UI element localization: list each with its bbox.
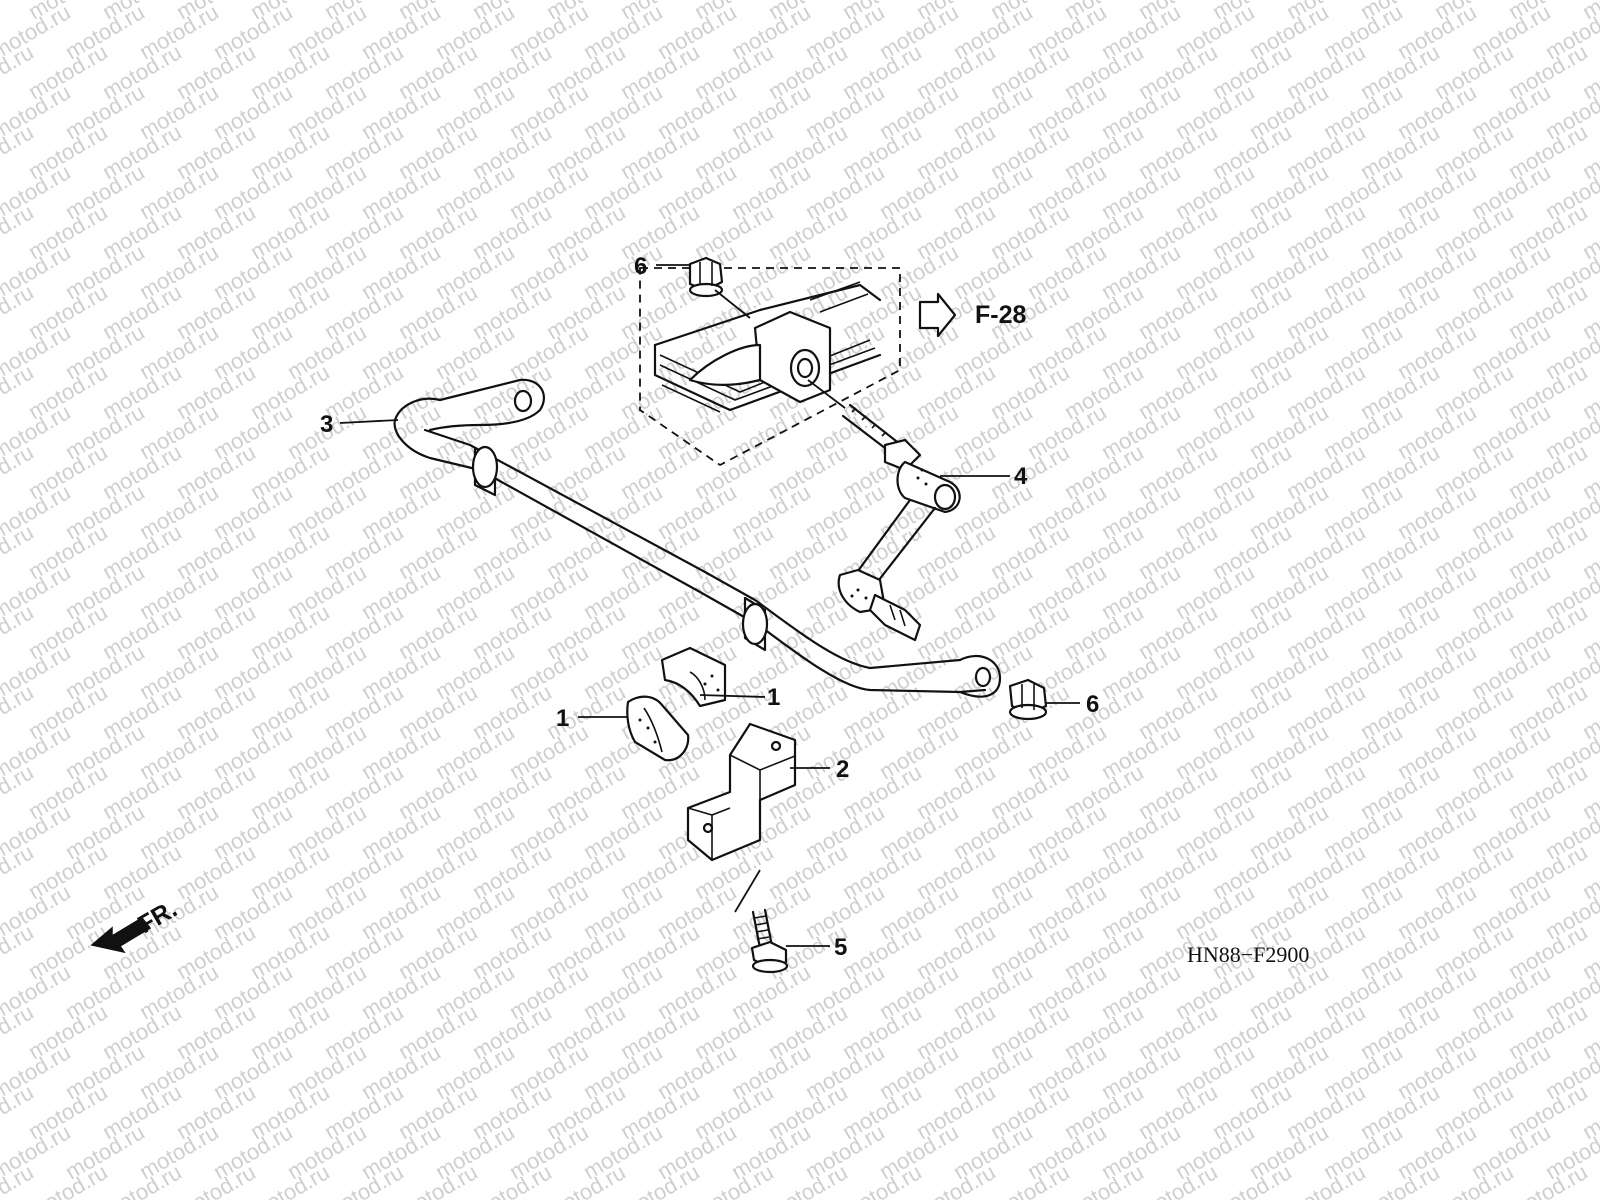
stabilizer-bar (393, 378, 1002, 698)
bushing-lower (626, 695, 690, 762)
reference-arrow[interactable]: F-28 (918, 292, 1027, 338)
diagram-code: HN88−F2900 (1187, 942, 1309, 967)
callout-1-upper: 1 (767, 684, 780, 711)
flange-bolt (750, 908, 789, 974)
frame-section (639, 267, 901, 467)
bushing-upper (660, 646, 727, 708)
callout-6-upper: 6 (634, 253, 647, 280)
callout-5: 5 (834, 934, 847, 961)
flange-nut-upper (688, 256, 724, 298)
callout-4: 4 (1014, 463, 1028, 490)
callout-3: 3 (320, 411, 333, 438)
holder (686, 722, 797, 862)
flange-nut-lower (1008, 678, 1048, 721)
callout-2: 2 (836, 756, 849, 783)
leader-lines (339, 264, 1080, 947)
callout-6-lower: 6 (1086, 691, 1099, 718)
stabilizer-link (837, 403, 961, 642)
callout-1-lower: 1 (556, 705, 569, 732)
reference-label: F-28 (975, 301, 1027, 329)
